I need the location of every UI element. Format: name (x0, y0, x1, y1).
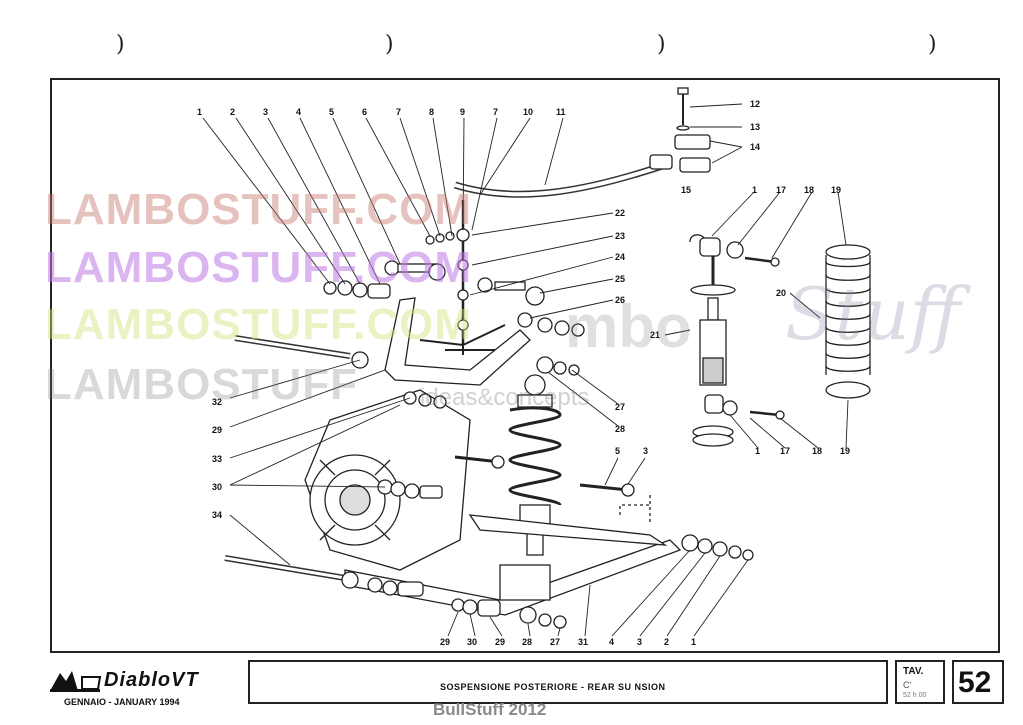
callout-label: 13 (750, 122, 760, 132)
lower-wishbone (224, 483, 754, 629)
callout-label: 22 (615, 208, 625, 218)
bushing-group (323, 231, 455, 299)
callout-label: 14 (750, 142, 760, 152)
binder-mark: ) (116, 32, 125, 57)
callout-label: 30 (212, 482, 222, 492)
callout-label: 1 (197, 107, 202, 117)
callout-label: 24 (615, 252, 625, 262)
watermark-text: LAMBOSTUFF.COM (45, 185, 473, 234)
callout-label: 29 (440, 637, 450, 647)
callout-label: 8 (429, 107, 434, 117)
callout-label: 1 (752, 185, 757, 195)
callout-label: 11 (556, 107, 566, 117)
callout-label: 3 (637, 637, 642, 647)
callout-label: 19 (840, 446, 850, 456)
callout-label: 1 (755, 446, 760, 456)
callout-labels: 1 2 3 4 5 6 7 8 9 7 10 11 12 13 14 15 22… (197, 99, 850, 647)
revision-date: GENNAIO - JANUARY 1994 (64, 697, 180, 707)
page-number: 52 (958, 666, 992, 699)
bolt-and-bushings (377, 391, 505, 499)
table-ref-label: TAV. (903, 666, 924, 677)
callout-label: 5 (329, 107, 334, 117)
callout-label: 29 (212, 425, 222, 435)
washer (676, 125, 690, 131)
callout-label: 7 (396, 107, 401, 117)
callout-label: 4 (609, 637, 614, 647)
callout-label: 4 (296, 107, 301, 117)
clamp (674, 134, 711, 150)
coil-spring (825, 244, 871, 399)
callout-label: 30 (467, 637, 477, 647)
callout-label: 18 (804, 185, 814, 195)
callout-label: 27 (615, 402, 625, 412)
binder-mark: ) (657, 32, 666, 57)
callout-label: 17 (776, 185, 786, 195)
watermark-text: LAMBOSTUFF.COM (45, 243, 473, 292)
callout-label: 31 (578, 637, 588, 647)
shock-absorber (689, 234, 785, 447)
callout-label: 25 (615, 274, 625, 284)
lamborghini-logo (50, 671, 102, 692)
callout-label: 15 (681, 185, 691, 195)
callout-label: 32 (212, 397, 222, 407)
callout-label: 3 (263, 107, 268, 117)
callout-label: 18 (812, 446, 822, 456)
binder-mark: ) (385, 32, 394, 57)
bar-end (649, 154, 673, 170)
bushing-group (477, 277, 585, 376)
callout-label: 5 (615, 446, 620, 456)
binder-mark: ) (928, 32, 937, 57)
callout-label: 34 (212, 510, 222, 520)
watermark-script: Stuff (785, 272, 961, 356)
callout-label: 1 (691, 637, 696, 647)
table-ref-box: TAV. C' 52 h 00 (895, 660, 945, 704)
callout-label: 12 (750, 99, 760, 109)
watermark-brand: mbo (565, 293, 692, 360)
callout-label: 2 (230, 107, 235, 117)
footer-watermark: BullStuff 2012 (433, 700, 547, 719)
callout-label: 6 (362, 107, 367, 117)
callout-label: 26 (615, 295, 625, 305)
drawing-frame (50, 78, 1000, 653)
drawing-title: SOSPENSIONE POSTERIORE - REAR SU NSION (440, 682, 666, 692)
callout-label: 33 (212, 454, 222, 464)
page-number-box: 52 (952, 660, 1004, 704)
callout-label: 27 (550, 637, 560, 647)
watermark-tagline: ideas&concepts (420, 384, 590, 411)
callout-label: 20 (776, 288, 786, 298)
callout-label: 21 (650, 330, 660, 340)
callout-label: 29 (495, 637, 505, 647)
table-ref-value: C' (903, 680, 912, 690)
callout-label: 2 (664, 637, 669, 647)
callout-label: 28 (522, 637, 532, 647)
watermark-text: LAMBOSTUFF.COM (45, 300, 473, 349)
callout-label: 19 (831, 185, 841, 195)
upper-wishbone (384, 297, 531, 386)
title-block: SOSPENSIONE POSTERIORE - REAR SU NSION (248, 660, 888, 704)
table-ref-small: 52 h 00 (903, 692, 927, 699)
callout-label: 23 (615, 231, 625, 241)
watermark-text: LAMBOSTUFF (45, 360, 359, 409)
callout-label: 10 (523, 107, 533, 117)
callout-label: 3 (643, 446, 648, 456)
callout-label: 28 (615, 424, 625, 434)
callout-label: 9 (460, 107, 465, 117)
clamp (679, 157, 711, 173)
callout-label: 17 (780, 446, 790, 456)
callout-label: 7 (493, 107, 498, 117)
leader-lines (202, 103, 849, 637)
model-logo-text: DiabloVT (104, 669, 199, 691)
